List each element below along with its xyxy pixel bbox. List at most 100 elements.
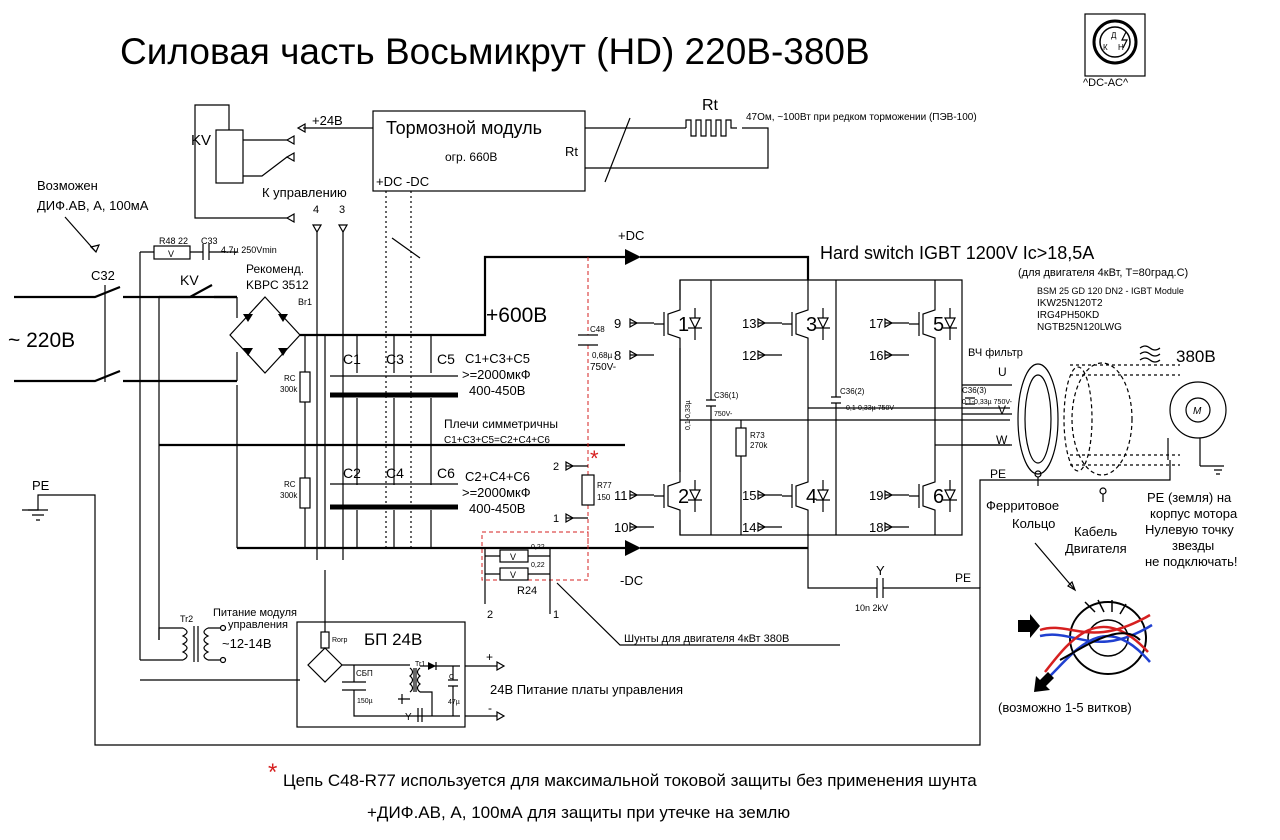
c36-2-value: 0,1-0,33µ 750V- — [846, 405, 897, 412]
logo-letter-n: Н — [1118, 43, 1124, 52]
psu-output-label: 24В Питание платы управления — [490, 682, 683, 697]
c36-2-label: С36(2) — [840, 387, 865, 396]
c48-value-1: 0,68µ — [592, 351, 613, 360]
r77-value: 150 — [597, 493, 611, 502]
psu-minus-label: - — [488, 701, 492, 715]
brake-module-title: Тормозной модуль — [386, 118, 542, 138]
igbt-number-6: 6 — [933, 486, 944, 508]
psu-title: БП 24В — [364, 630, 422, 649]
page-title: Силовая часть Восьмикрут (HD) 220В-380В — [120, 31, 870, 72]
gate-terminal-arrow — [629, 521, 639, 533]
shunt-pin-2: 2 — [487, 609, 493, 621]
caps-symmetry-2: С1+С3+С5=С2+С4+С6 — [444, 435, 550, 446]
gate-terminal-arrow — [757, 521, 767, 533]
rc-bottom-label: RC — [284, 480, 296, 489]
bridge-br1-label: Br1 — [298, 297, 312, 307]
pe-input-label: PE — [32, 478, 50, 493]
psu-c-label: С — [449, 674, 454, 681]
igbt-switch-3 — [782, 300, 830, 348]
c48-star: * — [590, 446, 599, 471]
gate-pin-label: 17 — [869, 316, 883, 331]
gate-terminal-arrow — [629, 317, 639, 329]
gate-pin-label: 9 — [614, 316, 621, 331]
c36-1-label: С36(1) — [714, 391, 739, 400]
psu-plus-label: + — [486, 650, 493, 664]
gate-terminal-arrow — [629, 489, 639, 501]
c33-label: С33 — [201, 236, 218, 246]
psu-c150-label: 150µ — [357, 698, 373, 705]
psu-c47-label: 47µ — [448, 699, 460, 706]
bridge-recommend-1: Рекоменд. — [246, 262, 304, 276]
r48-v-symbol: V — [168, 249, 174, 259]
y-cap-label: Y — [876, 563, 885, 578]
shunt-pin-1: 1 — [553, 609, 559, 621]
caps-bottom-note-2: >=2000мкФ — [462, 485, 531, 500]
pe-motor-label: PE — [990, 467, 1006, 481]
brake-rt-terminal: Rt — [565, 144, 578, 159]
footer-line-2: +ДИФ.АВ, А, 100мА для защиты при утечке … — [367, 803, 790, 822]
diff-breaker-note-2: ДИФ.АВ, А, 100мА — [37, 198, 149, 213]
caps-top-note-2: >=2000мкФ — [462, 367, 531, 382]
gate-terminal-arrow — [757, 489, 767, 501]
c48-value-2: 750V- — [590, 362, 616, 373]
gate-terminal-arrow — [884, 489, 894, 501]
gate-pin-label: 12 — [742, 348, 756, 363]
gate-pin-label: 14 — [742, 520, 756, 535]
igbt-switch-1 — [654, 300, 702, 348]
capacitor-bank: С1 С3 С5 С2 С4 С6 — [330, 335, 458, 548]
caps-top-note-1: С1+С3+С5 — [465, 351, 530, 366]
cap-c1-label: С1 — [343, 351, 361, 367]
bus-600v-label: +600В — [486, 304, 547, 327]
shunt-value-1: 0,22 — [531, 544, 545, 551]
control-pin-3: 3 — [339, 204, 345, 216]
y-cap-value: 10n 2kV — [855, 603, 888, 613]
igbt-module-4: NGTB25N120LWG — [1037, 322, 1122, 333]
igbt-switch-5 — [909, 300, 957, 348]
control-connector-label: К управлению — [262, 185, 347, 200]
psu-tr1-label: Tr1 — [415, 661, 425, 668]
rc-top-value: 300k — [280, 385, 298, 394]
gate-terminal-arrow — [629, 349, 639, 361]
ferrite-winding-illustration — [1018, 599, 1153, 692]
psu-rorg-label: Rогр — [332, 637, 348, 644]
diff-breaker-note-1: Возможен — [37, 178, 98, 193]
igbt-number-5: 5 — [933, 314, 944, 336]
cable-label-1: Кабель — [1074, 524, 1117, 539]
psu-24v-block: БП 24В Rогр СБП 150µ Tr1 Y С 47µ — [296, 621, 466, 728]
gate-pin-label: 8 — [614, 348, 621, 363]
mains-220v-label: ~ 220В — [8, 329, 75, 352]
igbt-module-3: IRG4PH50KD — [1037, 310, 1099, 321]
shunt-v-symbol-2: V — [510, 570, 516, 580]
brake-module: Тормозной модуль огр. 660В Rt +DC -DC — [372, 110, 586, 192]
caps-bottom-note-1: С2+С4+С6 — [465, 469, 530, 484]
breaker-c32-label: С32 — [91, 268, 115, 283]
rc-top-label: RC — [284, 374, 296, 383]
igbt-number-2: 2 — [678, 486, 689, 508]
rt-resistor-label: Rt — [702, 97, 719, 114]
igbt-number-4: 4 — [806, 486, 817, 508]
kv-contact-label: KV — [180, 272, 199, 288]
igbt-switch-6 — [909, 472, 957, 520]
bridge-rectifier: Br1 — [229, 296, 312, 374]
turns-note: (возможно 1-5 витков) — [998, 700, 1132, 715]
shunt-value-2: 0,22 — [531, 562, 545, 569]
gate-terminal-arrow — [884, 521, 894, 533]
igbt-module-1: BSM 25 GD 120 DN2 - IGBT Module — [1037, 286, 1184, 296]
igbt-number-3: 3 — [806, 314, 817, 336]
cap-c6-label: С6 — [437, 465, 455, 481]
igbt-switch-4 — [782, 472, 830, 520]
psu-y-label: Y — [405, 712, 412, 723]
minus-dc-label: -DC — [620, 573, 643, 588]
r77-pin-1: 1 — [553, 513, 559, 525]
rc-bottom-value: 300k — [280, 491, 298, 500]
kv-relay: KV К управлению 4 3 — [191, 104, 347, 219]
c33-value: 4.7µ 250Vmin — [221, 245, 277, 255]
c36-1-value-b: 750V- — [714, 411, 733, 418]
logo-letter-k: К — [1103, 43, 1108, 52]
igbt-subtitle: (для двигателя 4кВт, Т=80град.С) — [1018, 267, 1188, 279]
cap-c2-label: С2 — [343, 465, 361, 481]
gate-terminal-arrow — [757, 317, 767, 329]
psu-feed-2: управления — [228, 619, 288, 631]
motor-note-3: Нулевую точку — [1145, 522, 1234, 537]
phase-w-label: W — [996, 433, 1008, 447]
